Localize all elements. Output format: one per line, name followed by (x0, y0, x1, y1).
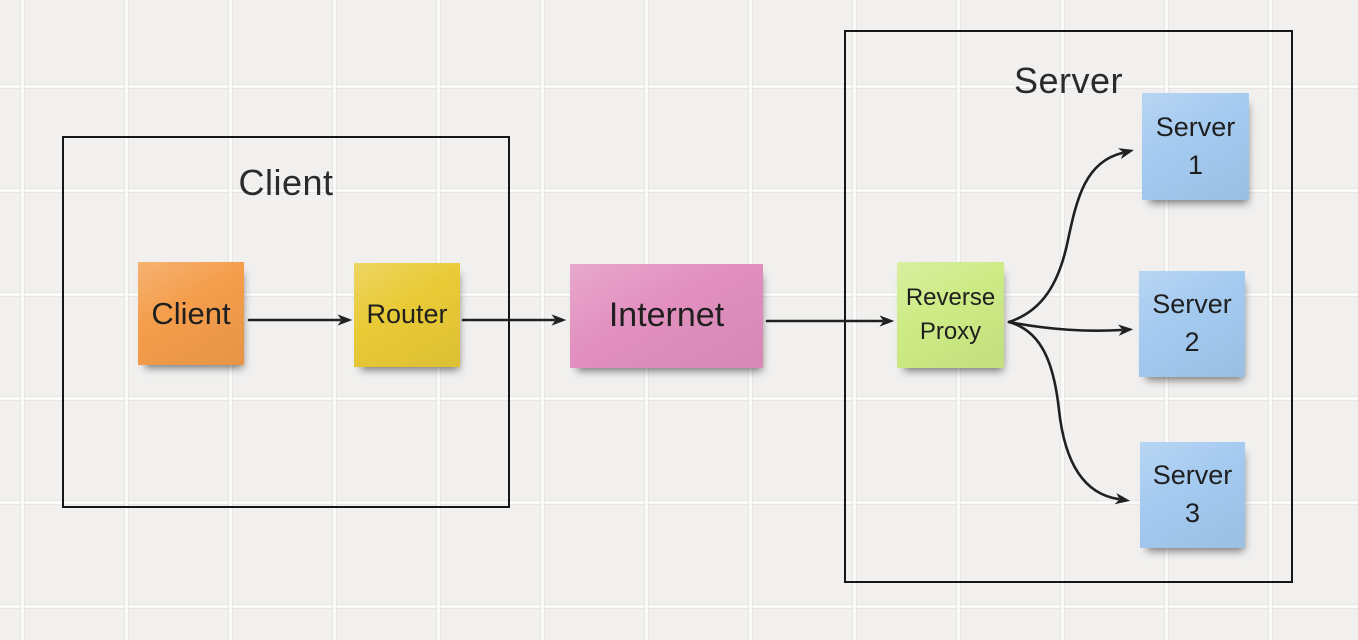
server-frame-title: Server (1013, 60, 1124, 101)
arrow-reverse-proxy-to-server-1[interactable] (1007, 148, 1134, 324)
sticky-note-server-3-label: Server 3 (1152, 460, 1233, 528)
sticky-note-server-2-label: Server 2 (1152, 289, 1232, 357)
sticky-note-reverse-proxy-label: Reverse Proxy (905, 284, 996, 345)
client-frame[interactable]: Client (62, 136, 510, 508)
sticky-note-server-1[interactable]: Server 1 (1142, 93, 1249, 200)
sticky-note-server-2[interactable]: Server 2 (1139, 271, 1245, 377)
sticky-note-router[interactable]: Router (354, 263, 460, 367)
sticky-note-router-label: Router (366, 299, 448, 330)
sticky-note-client[interactable]: Client (138, 262, 244, 365)
sticky-note-reverse-proxy[interactable]: Reverse Proxy (897, 262, 1004, 368)
client-frame-title: Client (238, 162, 334, 203)
sticky-note-server-1-label: Server 1 (1155, 111, 1236, 180)
sticky-note-internet-label: Internet (608, 296, 725, 335)
arrow-reverse-proxy-to-server-2[interactable] (1007, 320, 1134, 336)
arrow-reverse-proxy-to-server-3[interactable] (1007, 320, 1131, 505)
sticky-note-internet[interactable]: Internet (570, 264, 763, 368)
sticky-note-client-label: Client (151, 295, 231, 331)
server-frame[interactable]: Server (844, 30, 1293, 583)
sticky-note-server-3[interactable]: Server 3 (1140, 442, 1245, 548)
